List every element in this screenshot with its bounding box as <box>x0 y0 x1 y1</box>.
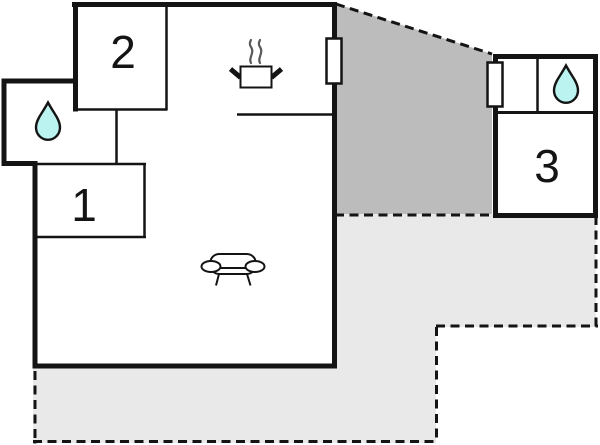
annex-building <box>493 54 598 218</box>
annex-outline <box>493 54 598 218</box>
window-icon <box>325 37 343 85</box>
sofa-armrest <box>244 260 266 273</box>
sofa-leg <box>246 273 252 286</box>
pot-handle-right <box>269 67 284 80</box>
room-1-label: 1 <box>71 179 97 231</box>
water-drop-icon <box>34 99 62 141</box>
steam-line <box>248 38 254 65</box>
stove-icon <box>228 38 284 89</box>
sofa-armrest <box>200 260 222 273</box>
main-building <box>1 2 337 369</box>
covered-area-dark <box>334 3 492 215</box>
dashed-diagonal <box>335 2 493 56</box>
pot-handle-left <box>228 67 243 80</box>
sofa-icon <box>200 253 266 286</box>
pot-body <box>239 65 273 89</box>
room-3-label: 3 <box>534 140 560 192</box>
room-2-label: 2 <box>110 26 136 78</box>
window-icon <box>486 61 504 108</box>
terrace-dashed-outline <box>33 2 598 444</box>
water-drop-icon <box>552 62 580 104</box>
sofa-leg <box>215 273 220 286</box>
steam-line <box>257 38 263 65</box>
terrace-area-light <box>33 214 596 443</box>
